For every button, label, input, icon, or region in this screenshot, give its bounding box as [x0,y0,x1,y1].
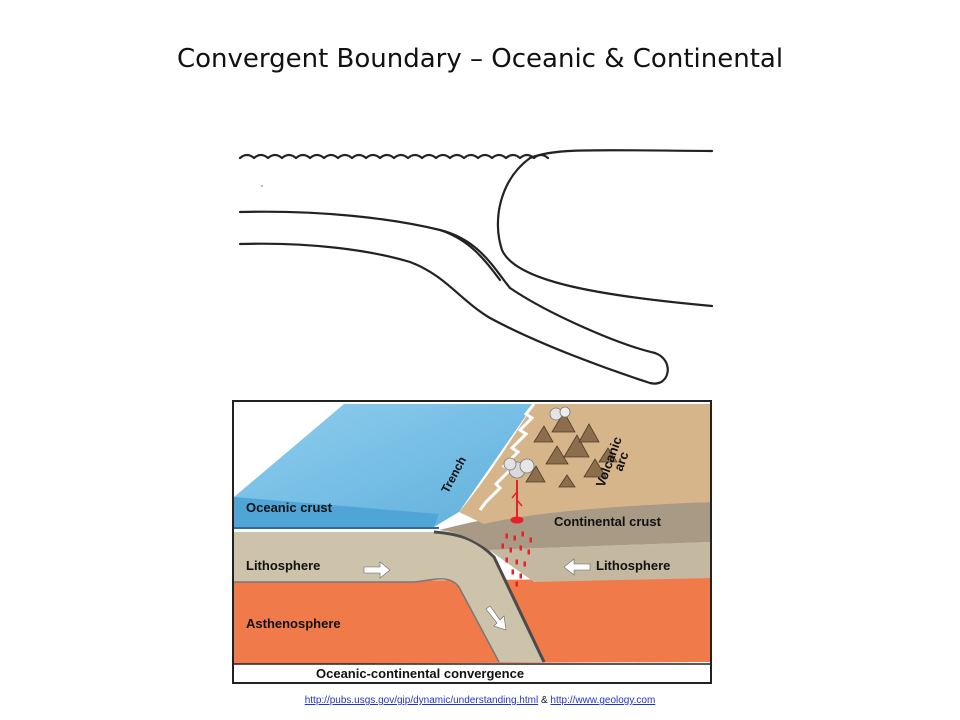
slab-lower-line [238,242,669,385]
credits-separator: & [538,695,551,706]
diagram-caption: Oceanic-continental convergence [316,666,524,681]
slide-title: Convergent Boundary – Oceanic & Continen… [176,44,784,74]
label-lithosphere-left: Lithosphere [246,558,320,573]
subduction-outline-sketch [230,140,720,395]
trench-edge [478,403,536,511]
arrow-right-icon [363,561,391,579]
continent-left-edge [496,156,714,308]
oceanic-continental-convergence-diagram: Trench Volcanic arc Oceanic crust Contin… [232,400,712,684]
ocean-top-surface [234,404,534,528]
label-lithosphere-right: Lithosphere [596,558,670,573]
continent-land-surface [459,404,710,524]
continent-outline [528,149,714,160]
magma-plume-icon [501,480,532,587]
slab-inner-line [438,228,502,282]
ocean-front-face [234,497,439,528]
eruption-cloud-icon [503,406,571,479]
mountains-icon [525,411,618,488]
asthenosphere-layer [234,578,710,664]
label-continental-crust: Continental crust [554,514,662,529]
label-arc: arc [611,450,632,473]
label-oceanic-crust: Oceanic crust [246,500,333,515]
label-asthenosphere: Asthenosphere [246,616,341,631]
lithosphere-right-layer [489,542,710,582]
source-link-usgs[interactable]: http://pubs.usgs.gov/gip/dynamic/underst… [304,695,539,706]
source-credits: http://pubs.usgs.gov/gip/dynamic/underst… [0,695,960,706]
source-link-geology[interactable]: http://www.geology.com [550,695,656,706]
arrow-down-right-icon [485,605,507,631]
sea-surface-line [238,153,550,160]
slab-upper-line [238,210,657,355]
lithosphere-left-layer [234,532,544,662]
arrow-left-icon [563,558,591,576]
